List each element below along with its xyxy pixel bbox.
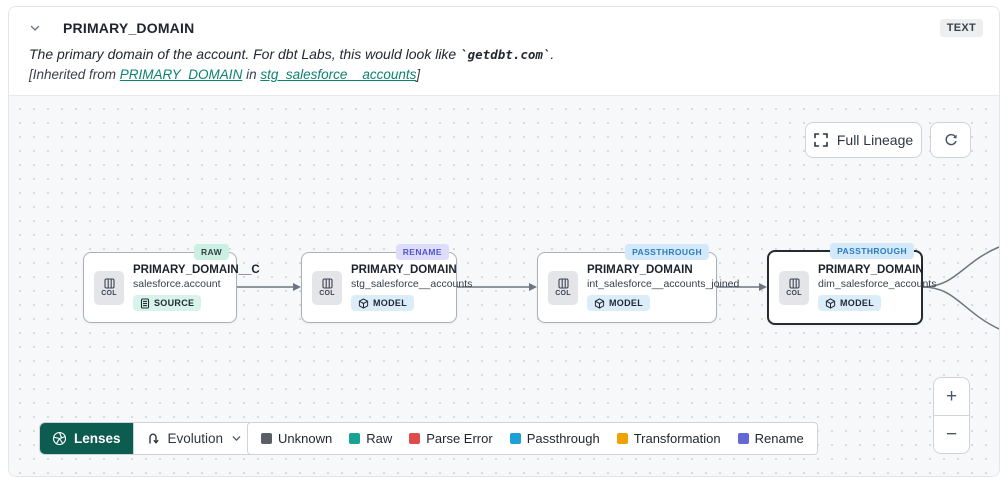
lineage-node-source[interactable]: RAW COL PRIMARY_DOMAIN__C salesforce.acc… xyxy=(83,244,260,323)
fullscreen-icon xyxy=(814,133,828,147)
chevron-down-icon[interactable] xyxy=(29,22,41,34)
node-title: PRIMARY_DOMAIN__C xyxy=(133,264,260,276)
status-tag: PASSTHROUGH xyxy=(625,244,709,260)
legend-item: Unknown xyxy=(261,431,332,446)
zoom-out-button[interactable]: − xyxy=(945,423,958,445)
status-tag: RAW xyxy=(193,244,229,260)
source-icon xyxy=(140,297,150,309)
lineage-panel: PRIMARY_DOMAIN TEXT The primary domain o… xyxy=(8,6,1000,477)
legend-item: Rename xyxy=(737,431,804,446)
model-icon xyxy=(825,297,836,309)
column-chip: COL xyxy=(779,270,809,305)
column-description: The primary domain of the account. For d… xyxy=(29,46,555,62)
inline-code: `getdbt.com` xyxy=(460,47,551,62)
column-chip: COL xyxy=(94,270,124,305)
legend-item: Transformation xyxy=(616,431,721,446)
lens-selected-label: Evolution xyxy=(167,431,224,446)
status-tag: PASSTHROUGH xyxy=(830,243,914,259)
status-legend: Unknown Raw Parse Error Passthrough Tran… xyxy=(247,422,818,455)
refresh-button[interactable] xyxy=(930,122,971,158)
resource-badge: MODEL xyxy=(818,295,881,311)
node-title: PRIMARY_DOMAIN xyxy=(818,264,924,276)
resource-badge: MODEL xyxy=(351,295,414,311)
lenses-button[interactable]: Lenses xyxy=(40,423,133,454)
legend-swatch xyxy=(616,433,628,444)
zoom-in-button[interactable]: + xyxy=(934,378,969,416)
node-title: PRIMARY_DOMAIN xyxy=(351,264,457,276)
legend-swatch xyxy=(509,433,521,444)
resource-badge: SOURCE xyxy=(133,295,202,311)
model-icon xyxy=(358,297,369,309)
column-header: PRIMARY_DOMAIN TEXT The primary domain o… xyxy=(9,7,999,96)
model-icon xyxy=(594,297,605,309)
lenses-label: Lenses xyxy=(74,431,121,446)
columns-icon xyxy=(103,278,115,289)
inherited-model-link[interactable]: stg_salesforce__accounts xyxy=(260,67,417,82)
type-badge: TEXT xyxy=(939,19,983,37)
lineage-canvas[interactable]: Full Lineage RAW COL PRIMARY_DOMAIN__C s… xyxy=(9,96,999,476)
columns-icon xyxy=(557,278,569,289)
status-tag: RENAME xyxy=(395,244,449,260)
lineage-node-dim-selected[interactable]: PASSTHROUGH COL PRIMARY_DOMAIN dim_sales… xyxy=(767,243,936,325)
legend-item: Raw xyxy=(349,431,392,446)
inherited-from-note: [Inherited from PRIMARY_DOMAIN in stg_sa… xyxy=(29,67,421,82)
page-title: PRIMARY_DOMAIN xyxy=(63,20,195,36)
node-subtitle: salesforce.account xyxy=(133,278,221,290)
legend-swatch xyxy=(349,433,361,444)
legend-item: Parse Error xyxy=(409,431,493,446)
node-subtitle: dim_salesforce_accounts xyxy=(818,278,937,290)
legend-item: Passthrough xyxy=(509,431,600,446)
lineage-node-intermediate[interactable]: PASSTHROUGH COL PRIMARY_DOMAIN int_sales… xyxy=(537,244,739,323)
column-chip: COL xyxy=(548,270,578,305)
resource-badge: MODEL xyxy=(587,295,650,311)
lenses-control: Lenses Evolution xyxy=(39,422,256,455)
node-title: PRIMARY_DOMAIN xyxy=(587,264,693,276)
legend-swatch xyxy=(409,433,421,444)
legend-swatch xyxy=(737,433,749,444)
inherited-column-link[interactable]: PRIMARY_DOMAIN xyxy=(119,67,243,82)
column-chip: COL xyxy=(312,270,342,305)
refresh-icon xyxy=(943,132,959,148)
full-lineage-label: Full Lineage xyxy=(836,132,914,148)
columns-icon xyxy=(321,278,333,289)
zoom-controls: + − xyxy=(933,377,970,454)
columns-icon xyxy=(788,278,800,289)
evolution-icon xyxy=(148,433,159,444)
node-subtitle: stg_salesforce__accounts xyxy=(351,278,473,290)
full-lineage-button[interactable]: Full Lineage xyxy=(805,122,922,158)
aperture-icon xyxy=(52,431,67,446)
legend-swatch xyxy=(261,433,272,444)
chevron-down-icon xyxy=(232,436,241,441)
node-subtitle: int_salesforce__accounts_joined xyxy=(587,278,740,290)
lens-select[interactable]: Evolution xyxy=(132,423,255,454)
lineage-node-staging[interactable]: RENAME COL PRIMARY_DOMAIN stg_salesforce… xyxy=(301,244,472,323)
